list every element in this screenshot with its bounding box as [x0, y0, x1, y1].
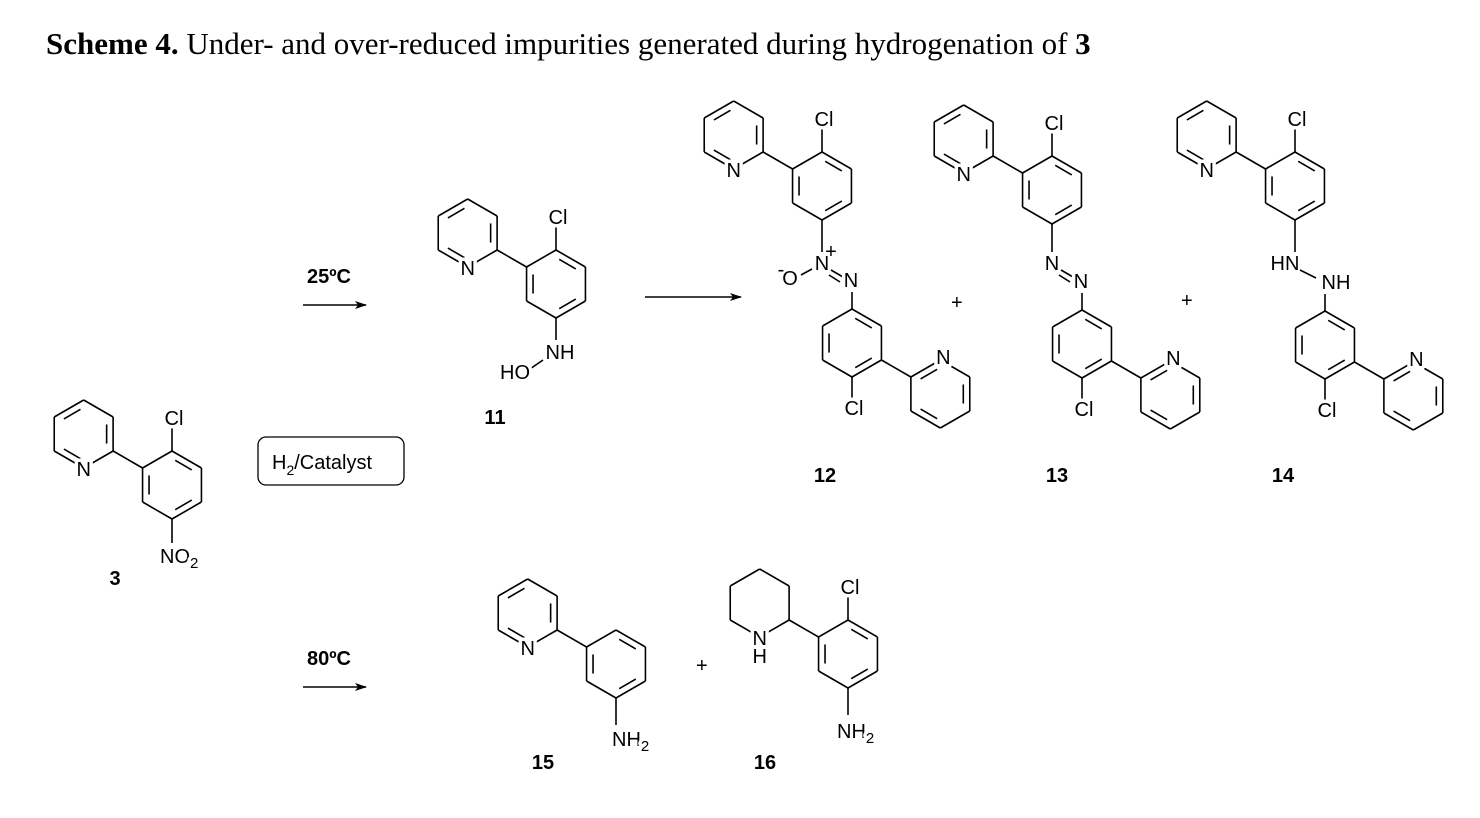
piperidine-ring — [729, 568, 790, 638]
nitro-group: NO2 — [160, 546, 198, 572]
benzene-ring — [585, 629, 647, 699]
hydroxyl-group: HO — [500, 362, 530, 384]
compound-number: 15 — [532, 752, 554, 774]
nitrogen-atom: N — [1166, 348, 1180, 370]
oxygen-anion: O — [782, 268, 798, 290]
scheme-title: Scheme 4. Under- and over-reduced impuri… — [46, 26, 1091, 62]
nitrogen-atom: N — [460, 258, 474, 280]
hydrazine-nh: NH — [1322, 272, 1351, 294]
pyridine-ring — [53, 399, 114, 469]
benzene-ring — [141, 450, 203, 520]
benzene-ring — [817, 619, 879, 689]
pyridine-ring — [1383, 361, 1444, 431]
pyridine-ring — [703, 100, 764, 170]
chlorine-atom: Cl — [845, 398, 864, 420]
nitrogen-cation: N — [815, 253, 829, 275]
pyridine-ring — [497, 578, 558, 648]
plus-sign: + — [1181, 290, 1193, 312]
benzene-ring — [1051, 309, 1113, 379]
nitrogen-atom: N — [1045, 253, 1059, 275]
positive-charge: + — [825, 241, 837, 263]
nitrogen-atom: N — [956, 164, 970, 186]
compound-number: 14 — [1272, 465, 1295, 487]
nitrogen-atom: N — [936, 347, 950, 369]
pyridine-ring — [1140, 360, 1201, 430]
scheme-label: Scheme 4. — [46, 26, 179, 61]
nitrogen-atom: N — [1074, 271, 1088, 293]
compound-number: 16 — [754, 752, 776, 774]
benzene-ring — [1021, 155, 1083, 225]
chlorine-atom: Cl — [815, 109, 834, 131]
benzene-ring — [525, 249, 587, 319]
pyridine-ring — [910, 359, 971, 429]
scheme-compound-ref: 3 — [1075, 26, 1091, 61]
nitrogen-atom: N — [844, 270, 858, 292]
chlorine-atom: Cl — [549, 207, 568, 229]
chlorine-atom: Cl — [1075, 399, 1094, 421]
benzene-ring — [791, 151, 853, 221]
pyridine-ring — [1176, 100, 1237, 170]
nitrogen-atom: N — [752, 628, 766, 650]
condition-25c: 25ºC — [307, 266, 351, 288]
chlorine-atom: Cl — [1318, 400, 1337, 422]
condition-80c: 80ºC — [307, 648, 351, 670]
catalyst-label: H2/Catalyst — [272, 452, 372, 478]
chlorine-atom: Cl — [841, 577, 860, 599]
catalyst-box: H2/Catalyst — [257, 436, 405, 486]
plus-sign: + — [951, 292, 963, 314]
negative-charge: - — [778, 259, 785, 281]
amino-group: NH2 — [612, 729, 649, 755]
compound-number: 11 — [484, 407, 505, 429]
nitrogen-atom: N — [1199, 160, 1213, 182]
benzene-ring — [821, 308, 883, 378]
compound-number: 13 — [1046, 465, 1068, 487]
nitrogen-atom: N — [1409, 349, 1423, 371]
nitrogen-atom: N — [726, 160, 740, 182]
pyridine-ring — [437, 198, 498, 268]
chlorine-atom: Cl — [1288, 109, 1307, 131]
hydrazine-nh: HN — [1271, 253, 1300, 275]
scheme-caption: Under- and over-reduced impurities gener… — [178, 26, 1076, 61]
pyridine-ring — [933, 104, 994, 174]
compound-number: 3 — [109, 568, 120, 590]
benzene-ring — [1294, 310, 1356, 380]
nitrogen-atom: N — [76, 459, 90, 481]
hydrogen-atom: H — [752, 646, 766, 668]
benzene-ring — [1264, 151, 1326, 221]
compound-15: N NH2 15 — [497, 578, 653, 774]
compound-number: 12 — [814, 465, 836, 487]
nh-group: NH — [546, 342, 575, 364]
nitrogen-atom: N — [520, 638, 534, 660]
chlorine-atom: Cl — [1045, 113, 1064, 135]
amino-group: NH2 — [837, 721, 874, 747]
plus-sign: + — [696, 655, 708, 677]
chlorine-atom: Cl — [165, 408, 184, 430]
